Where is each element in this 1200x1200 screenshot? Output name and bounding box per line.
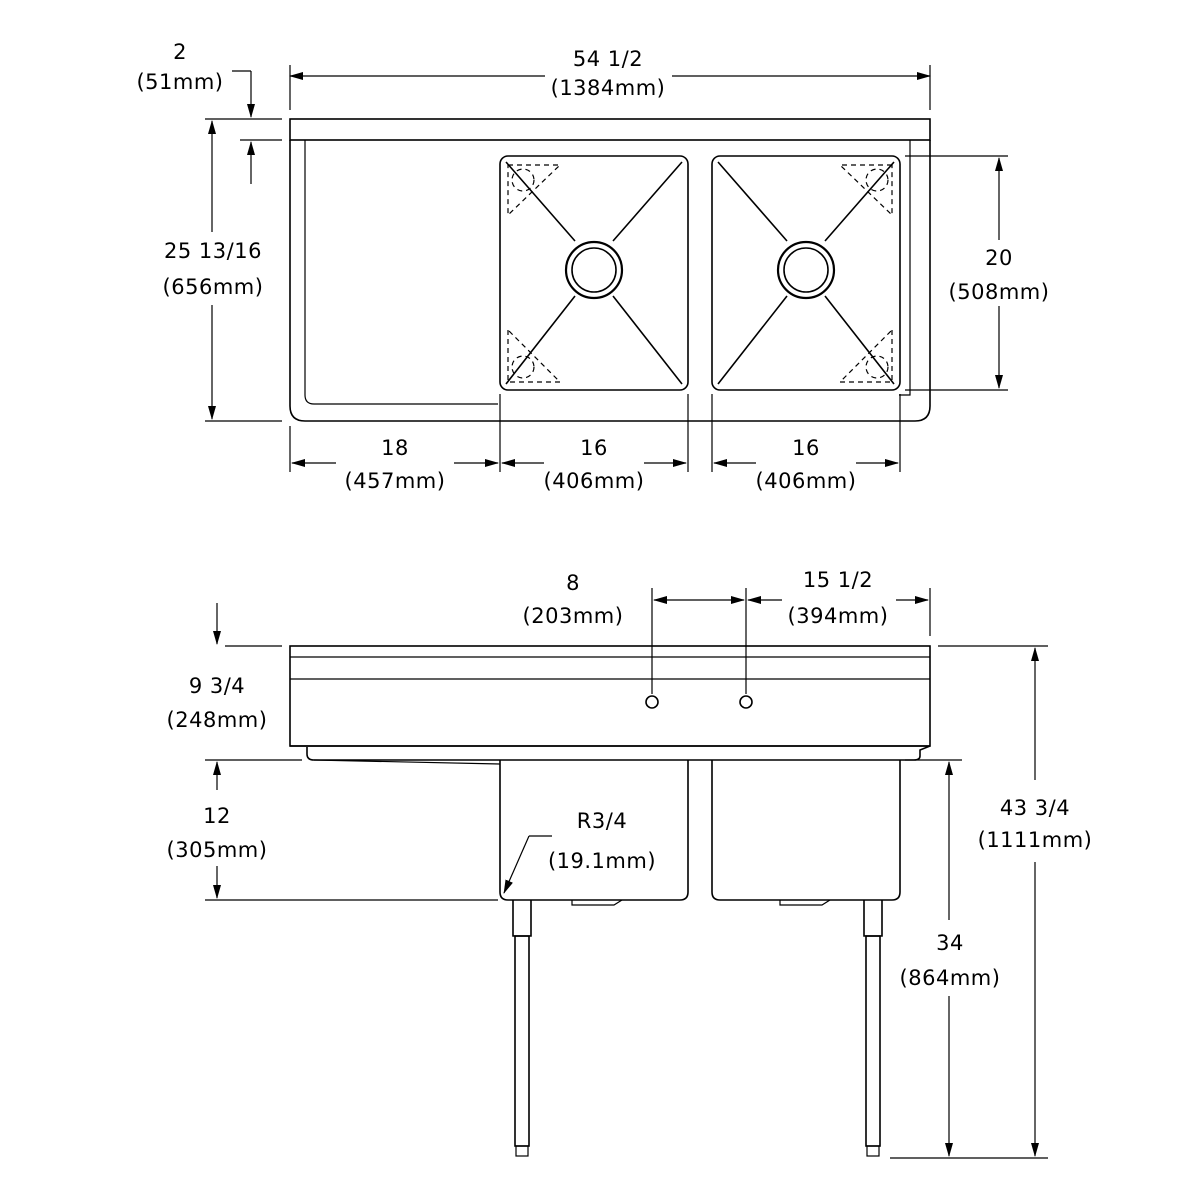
dim-overall-depth: 25 13/16 (656mm) [163,120,282,422]
drainboard-width-mm: (457mm) [345,469,446,493]
dim-faucet: 8 (203mm) 15 1/2 (394mm) [523,568,931,694]
overall-height-in: 43 3/4 [1000,796,1070,820]
drainboard-width-in: 18 [381,436,409,460]
dim-front-backsplash: 9 3/4 (248mm) [167,603,282,732]
bowl-depth-front-in: 12 [203,804,231,828]
drainboard-outline [304,140,498,405]
dim-work-height: 34 (864mm) [900,759,1001,1157]
top-sink-outline [289,140,931,422]
overall-height-mm: (1111mm) [978,828,1093,852]
work-height-in: 34 [936,931,964,955]
bowl-2-front [711,760,901,901]
drain-1 [564,240,624,300]
dim-overall-height: 43 3/4 (1111mm) [890,645,1093,1159]
dim-bowl-depth: 12 (305mm) [167,759,498,901]
faucet-edge-in: 15 1/2 [803,568,873,592]
bowl-depth-in: 20 [985,246,1013,270]
bowl1-width-mm: (406mm) [544,469,645,493]
dim-bowl-front-to-back: 20 (508mm) [905,155,1050,391]
bowl1-width-in: 16 [580,436,608,460]
bowl-1-plan [499,155,689,391]
leg-left [512,900,532,1157]
overall-width-mm: (1384mm) [551,76,666,100]
front-rim [290,745,931,761]
leg-right [863,900,883,1157]
faucet-spacing-mm: (203mm) [523,604,624,628]
top-view: 54 1/2 (1384mm) 2 (51mm) 25 13/16 (656mm… [136,40,1050,493]
bowl2-width-mm: (406mm) [756,469,857,493]
bowl-depth-front-mm: (305mm) [167,838,268,862]
right-ledge-outline [899,140,911,396]
dim-overall-width: 54 1/2 (1384mm) [289,47,931,110]
work-height-mm: (864mm) [900,966,1001,990]
faucet-edge-mm: (394mm) [788,604,889,628]
radius-mm: (19.1mm) [548,849,656,873]
top-backsplash [289,118,931,141]
bowl-1-front [499,760,689,901]
faucet-spacing-in: 8 [566,571,580,595]
radius-label: R3/4 [577,809,627,833]
backsplash-mm: (51mm) [136,70,223,94]
dim-backsplash-2: 2 (51mm) [136,40,282,184]
overall-depth-mm: (656mm) [163,275,264,299]
front-backsplash-mm: (248mm) [167,708,268,732]
front-backsplash-in: 9 3/4 [189,674,245,698]
overall-width-in: 54 1/2 [573,47,643,71]
faucet-hole-right [739,695,753,709]
bowl-2-plan [711,155,901,391]
front-backsplash [289,645,931,747]
bowl-depth-mm: (508mm) [949,280,1050,304]
bowl2-width-in: 16 [792,436,820,460]
overall-depth-in: 25 13/16 [164,239,262,263]
front-view: 8 (203mm) 15 1/2 (394mm) 9 3/4 (248mm) 1… [167,568,1093,1159]
dim-bottom-widths: 18 (457mm) 16 (406mm) 16 (406mm) [289,394,901,493]
faucet-hole-left [645,695,659,709]
drain-2 [776,240,836,300]
dim-corner-radius: R3/4 (19.1mm) [503,809,656,894]
backsplash-in: 2 [173,40,187,64]
